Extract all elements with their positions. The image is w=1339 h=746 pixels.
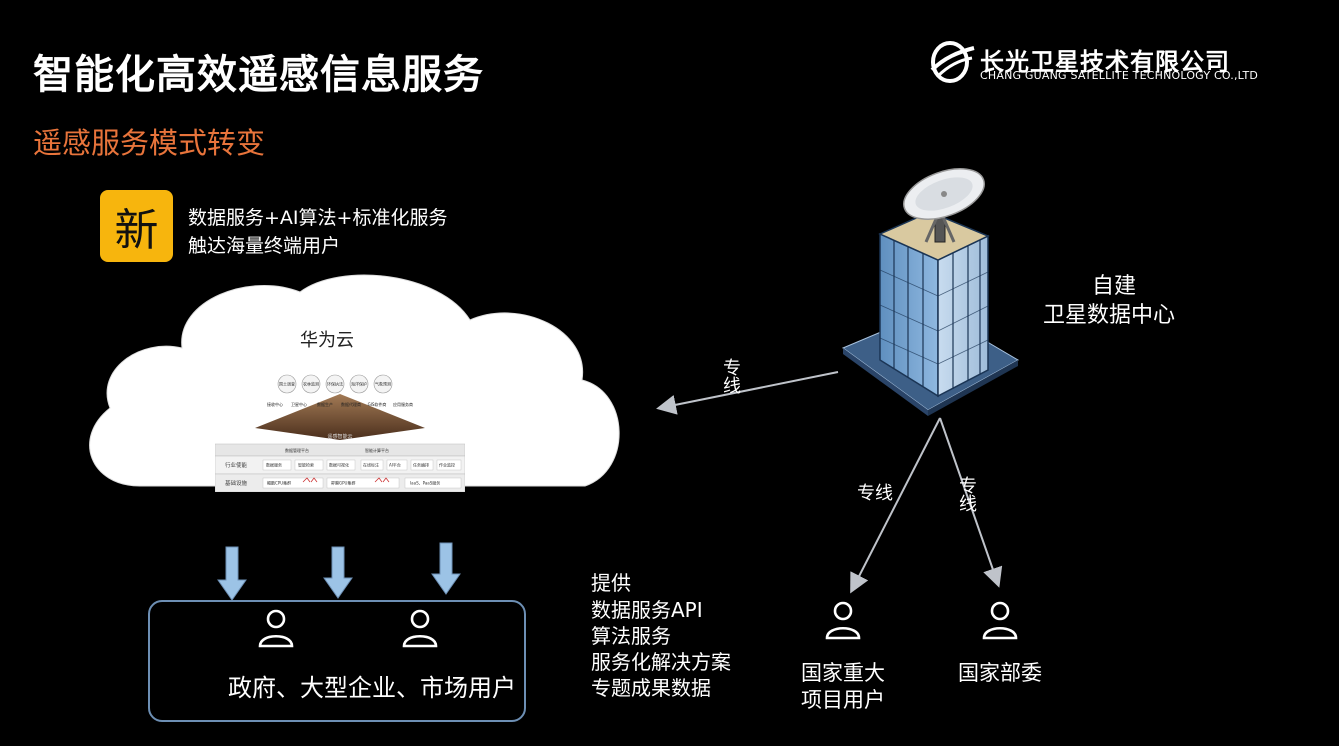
major-users-label-line2: 项目用户 [801,688,885,712]
new-badge: 新 [100,190,173,262]
platform-row-label: 基础设施 [225,479,248,487]
platform-bar1-text: 智能计算平台 [365,447,389,453]
cloud-users-box [148,600,526,722]
platform-mid-text: GIS软件商 [368,401,387,407]
platform-cell: 任务编排 [413,462,429,468]
platform-circle-text: 环保执法 [327,381,343,387]
logo-mark-icon [930,41,975,83]
provide-title: 提供 [591,571,631,595]
cloud-users-label: 政府、大型企业、市场用户 [228,674,516,702]
platform-cell: IaaS、PaaS服务 [410,480,440,486]
provide-item: 数据服务API [591,598,703,622]
platform-bar1-text: 数据管理平台 [285,447,309,453]
platform-cell: 在线标注 [363,462,379,468]
major-users-label-line1: 国家重大 [801,661,885,685]
platform-mid-text: 卫星中心 [291,401,307,407]
link-label-text: 专线 [956,476,977,512]
platform-top-circles: 国土调查 农林监测 环保执法 海洋保护 气象预测 [277,374,393,394]
platform-cell: AI平台 [389,462,401,468]
link-label-major: 专线 [857,483,893,504]
platform-cell: 数据服务 [266,462,282,468]
link-to-major-line [850,417,941,594]
link-to-cloud-line [656,371,839,415]
platform-cell: 作业监控 [439,462,455,468]
platform-cell: 鲲鹏CPU集群 [267,480,291,486]
cloud-label: 华为云 [300,330,354,351]
logo-name-cn: 长光卫星技术有限公司 [980,48,1230,76]
platform-mid-text: 数据代理商 [341,401,361,407]
new-mode-line2: 触达海量终端用户 [188,235,341,257]
datacenter-building-icon [841,168,1020,416]
datacenter-label-line1: 自建 [1092,274,1137,299]
user-icon [982,601,1018,640]
page-title: 智能化高效遥感信息服务 [33,52,484,98]
platform-mid-text: 接收中心 [267,401,283,407]
platform-circle-text: 海洋保护 [351,381,367,387]
platform-circle-text: 气象预测 [375,381,391,387]
platform-cell: 智能检索 [298,462,314,468]
logo-name-en: CHANG GUANG SATELLITE TECHNOLOGY CO.,LTD [980,69,1259,82]
platform-mid-text: 应用服务商 [393,401,413,407]
new-mode-line1: 数据服务+AI算法+标准化服务 [188,207,448,229]
down-arrow-icon [323,546,353,599]
platform-mid-text: 数据生产 [317,401,333,407]
page-subtitle: 遥感服务模式转变 [33,126,266,160]
platform-cell: 昇腾GPU集群 [331,480,355,486]
platform-circle-text: 农林监测 [303,381,319,387]
down-arrow-icon [431,542,461,595]
down-arrow-icon [217,546,247,601]
link-label-ministry: 专线 [955,476,977,518]
link-label-cloud: 专线 [719,358,741,400]
user-icon [825,601,861,640]
platform-circle-text: 国土调查 [279,381,295,387]
provide-item: 专题成果数据 [591,676,711,700]
platform-cell: 数据可视化 [329,462,349,468]
provide-item: 服务化解决方案 [591,650,731,674]
platform-mid-row: 接收中心 卫星中心 数据生产 数据代理商 GIS软件商 应用服务商 [267,401,413,407]
link-to-ministry-line [939,417,1003,588]
platform-diagram: 国土调查 农林监测 环保执法 海洋保护 气象预测 接收中心 卫星中心 数据生产 … [215,374,465,492]
platform-row-label: 行业使能 [225,461,248,469]
datacenter-label-line2: 卫星数据中心 [1043,303,1176,328]
platform-banner: 遥感智能云 [327,433,352,440]
user-icon [402,609,438,648]
provide-item: 算法服务 [591,624,671,648]
company-logo: 长光卫星技术有限公司 CHANG GUANG SATELLITE TECHNOL… [928,40,1258,90]
user-icon [258,609,294,648]
ministry-label: 国家部委 [958,661,1042,685]
link-label-text: 专线 [720,358,741,394]
